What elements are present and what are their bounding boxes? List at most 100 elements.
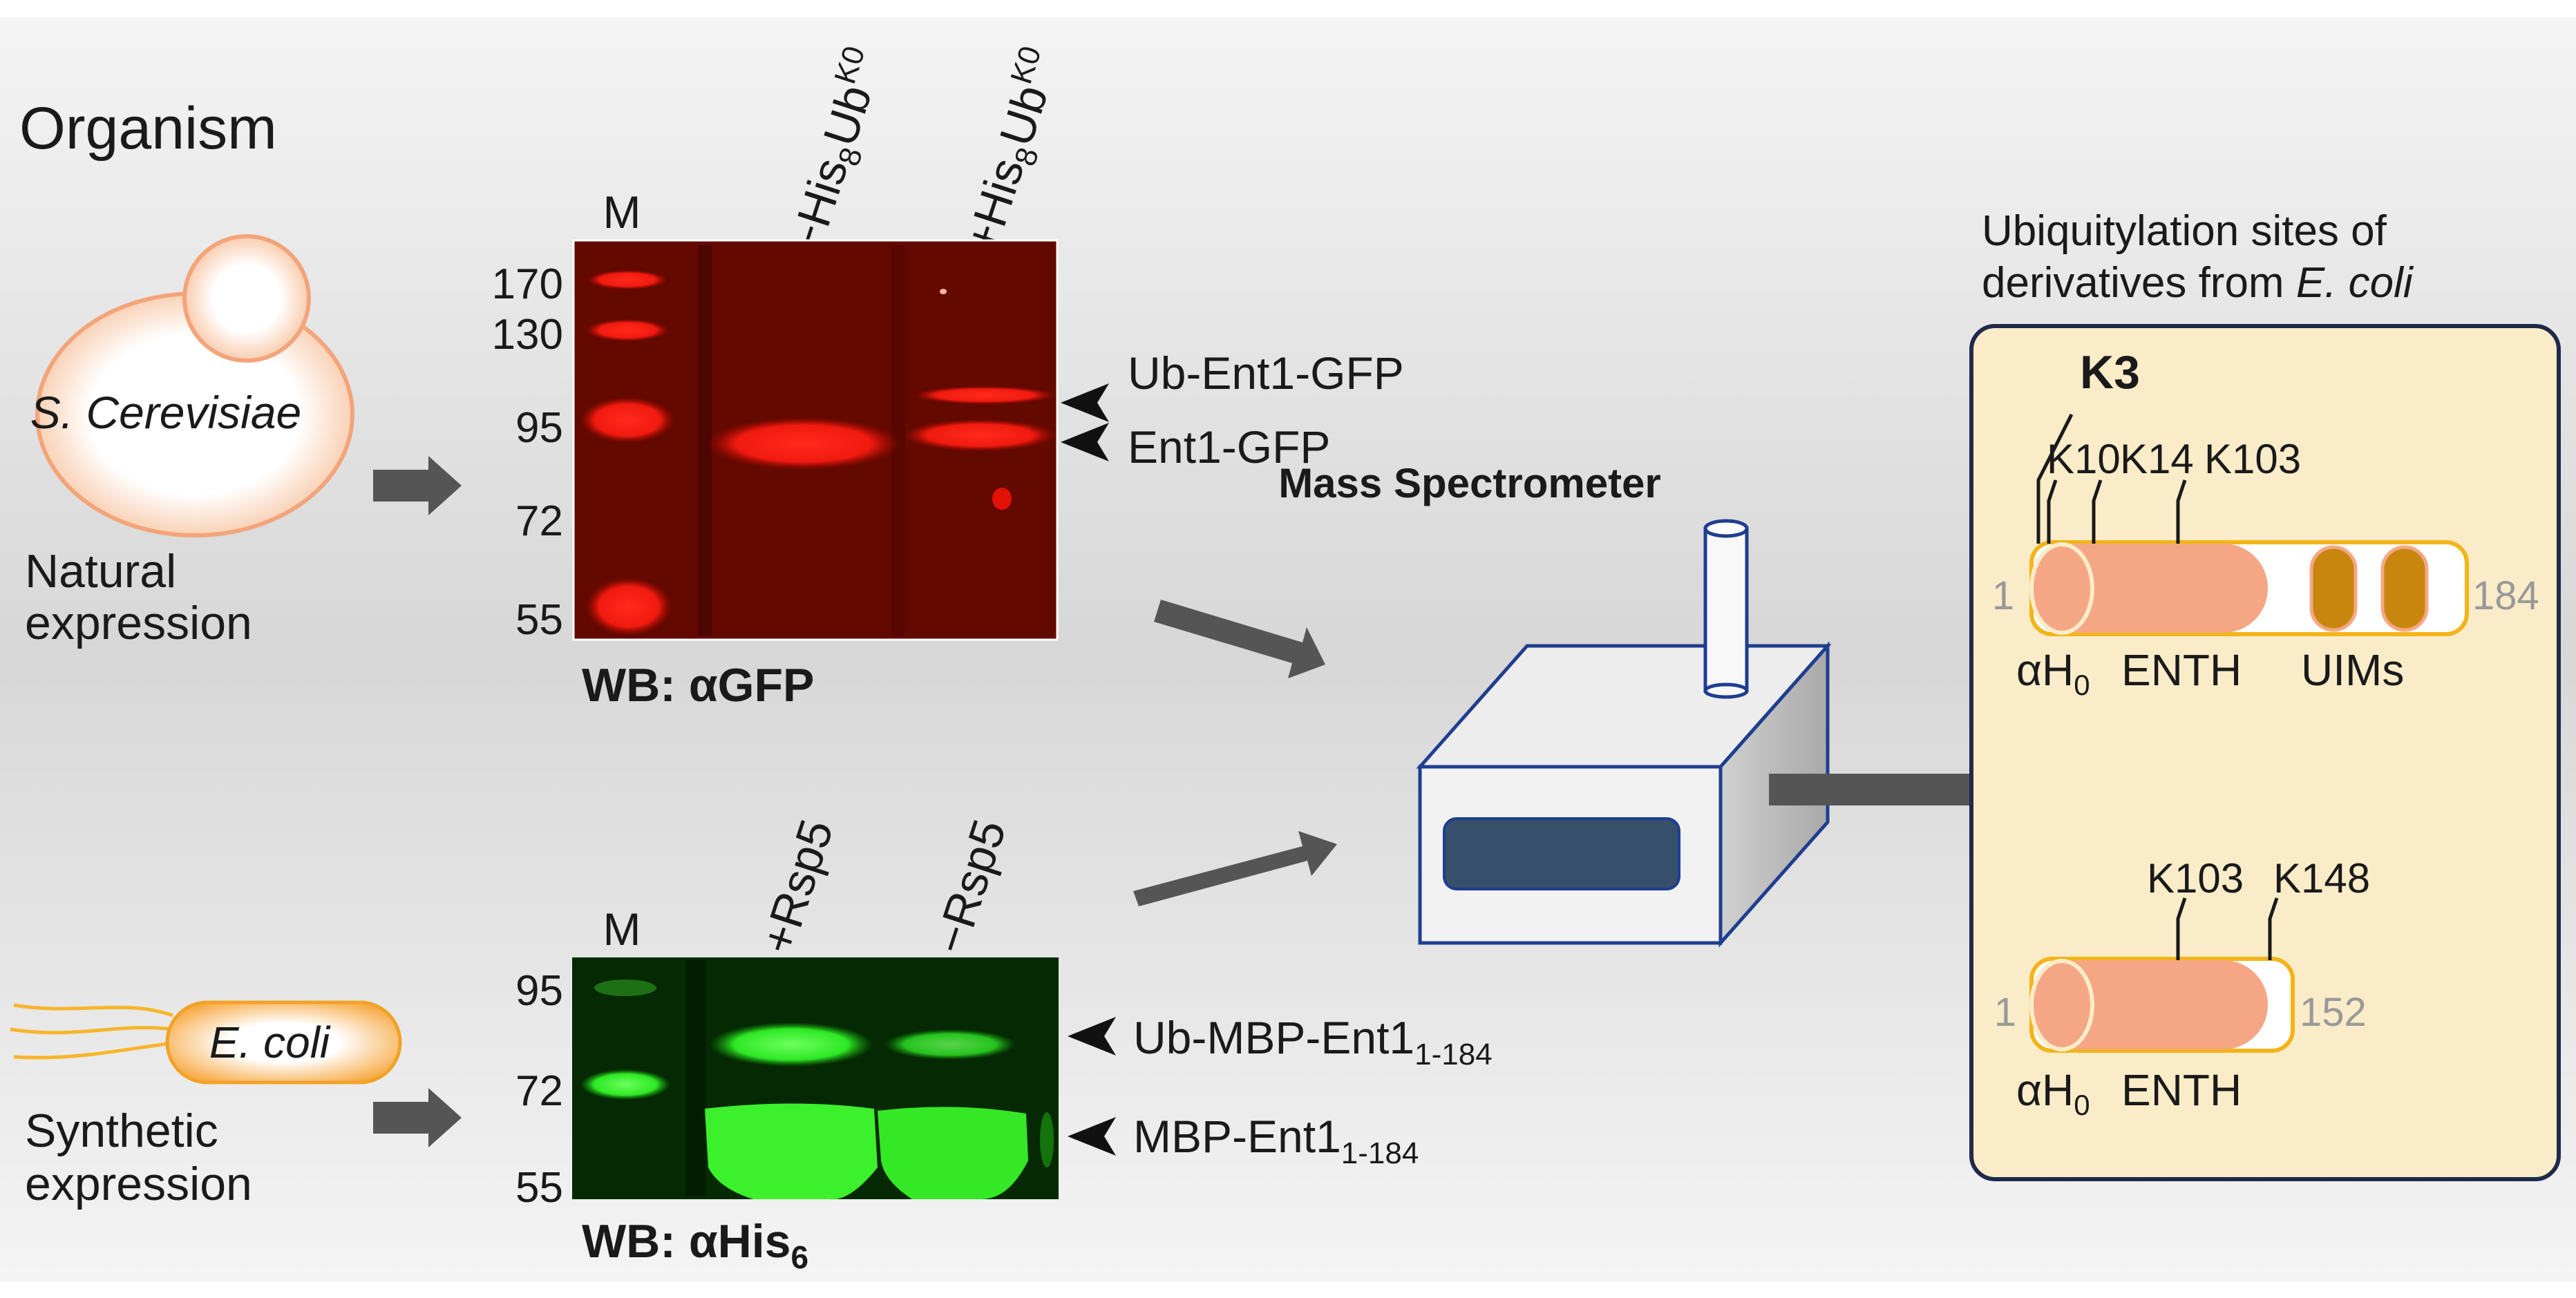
construct-full-enth-domain bbox=[2033, 544, 2268, 633]
arrowhead-mbp-ent1 bbox=[1068, 1117, 1116, 1156]
blot-top: M −His8UbK0 +His8UbK0 170 130 95 72 55 U… bbox=[492, 42, 1404, 712]
blot-bottom-lane-gap bbox=[685, 960, 706, 1196]
yeast-expression-line1: Natural bbox=[25, 545, 176, 598]
arrowhead-ub-ent1-gfp bbox=[1061, 383, 1109, 422]
ecoli-expression-line2: expression bbox=[25, 1158, 252, 1210]
site-tick-k10 bbox=[2047, 479, 2058, 544]
construct-full-end: 184 bbox=[2472, 573, 2539, 618]
blot-bottom-streak bbox=[1040, 1112, 1054, 1167]
construct-full-ah0-label: αH0 bbox=[2016, 645, 2090, 701]
spectrometer-display bbox=[1443, 817, 1680, 890]
mass-spectrometer: Mass Spectrometer bbox=[1278, 460, 1832, 948]
band-ub-ent1-gfp-lane2 bbox=[914, 386, 1055, 404]
site-tick-k103-short bbox=[2176, 897, 2187, 960]
yeast-cell: S. Cerevisiae bbox=[30, 234, 354, 537]
construct-short-ah0-domain bbox=[2029, 959, 2094, 1051]
arrow-ecoli-to-blot bbox=[373, 1088, 462, 1147]
site-label-k3: K3 bbox=[2080, 346, 2140, 399]
blot-top-mw-170: 170 bbox=[492, 260, 563, 308]
flagellum-2 bbox=[10, 1026, 173, 1035]
ecoli-expression-line1: Synthetic bbox=[25, 1105, 218, 1157]
band-label-ub-mbp-ent1: Ub-MBP-Ent11-184 bbox=[1133, 1012, 1493, 1071]
blot-top-mw-130: 130 bbox=[492, 311, 563, 359]
flagellum-1 bbox=[13, 1003, 173, 1018]
construct-full-uims-label: UIMs bbox=[2301, 645, 2404, 695]
band-label-mbp-ent1: MBP-Ent11-184 bbox=[1133, 1111, 1419, 1170]
band-ub-mbp-ent1-lane1 bbox=[710, 1022, 873, 1067]
site-label-k103-short: K103 bbox=[2147, 855, 2244, 901]
marker-band-170 bbox=[587, 270, 667, 289]
organism-heading: Organism bbox=[19, 95, 277, 162]
site-tick-k3 bbox=[2036, 413, 2074, 544]
construct-full-enth-label: ENTH bbox=[2121, 645, 2242, 695]
arrowhead-ent1-gfp bbox=[1061, 423, 1109, 461]
blot-bottom-marker-label: M bbox=[603, 904, 641, 955]
mass-spectrometer-label: Mass Spectrometer bbox=[1278, 460, 1661, 506]
blot-bottom-mw-55: 55 bbox=[515, 1164, 563, 1212]
blot-bottom-mw-72: 72 bbox=[515, 1067, 563, 1115]
construct-short-enth-domain bbox=[2033, 960, 2268, 1049]
band-mbp-ent1-lane1 bbox=[705, 1103, 878, 1200]
construct-short-start: 1 bbox=[1994, 990, 2016, 1035]
yeast-name: S. Cerevisiae bbox=[30, 387, 302, 438]
construct-short-end: 152 bbox=[2300, 990, 2367, 1035]
band-ent1-gfp-lane1 bbox=[707, 417, 900, 470]
site-label-k103: K103 bbox=[2204, 436, 2301, 482]
blot-bottom-caption: WB: αHis6 bbox=[582, 1215, 808, 1275]
arrow-spectrometer-to-panel bbox=[1769, 758, 2018, 821]
arrow-top-blot-to-spectrometer bbox=[1154, 600, 1325, 678]
spectrometer-inlet bbox=[1703, 526, 1749, 693]
blot-top-mw-55: 55 bbox=[515, 596, 563, 644]
sites-panel-title-line1: Ubiquitylation sites of bbox=[1982, 207, 2387, 255]
blot-bottom-mw-95: 95 bbox=[515, 967, 563, 1015]
ecoli-name: E. coli bbox=[209, 1018, 331, 1067]
ecoli-cell: E. coli bbox=[10, 1000, 402, 1085]
marker-band-130 bbox=[586, 319, 669, 341]
arrow-yeast-to-blot bbox=[373, 456, 462, 515]
construct-short-enth-label: ENTH bbox=[2121, 1065, 2242, 1115]
band-ub-mbp-ent1-lane2 bbox=[884, 1029, 1016, 1060]
ecoli-body bbox=[165, 1000, 402, 1085]
blot-top-lane-gap bbox=[698, 245, 712, 636]
construct-short-ah0-label: αH0 bbox=[2016, 1065, 2090, 1121]
flagellum-3 bbox=[13, 1041, 173, 1060]
blot-top-marker-label: M bbox=[603, 187, 641, 238]
blot-top-mw-72: 72 bbox=[515, 497, 563, 545]
band-ent1-gfp-lane2 bbox=[904, 419, 1056, 451]
marker-band-72-green bbox=[580, 1069, 670, 1100]
construct-full: 1 184 K3 K10 K14 K103 αH0 ENTH UIMs bbox=[1992, 346, 2539, 701]
band-mbp-ent1-lane2 bbox=[878, 1107, 1028, 1199]
spectrometer-inlet-base bbox=[1703, 683, 1749, 699]
construct-full-start: 1 bbox=[1992, 573, 2014, 618]
yeast-expression-line2: expression bbox=[25, 597, 252, 649]
blot-top-speck bbox=[940, 289, 947, 294]
construct-full-ah0-domain bbox=[2029, 542, 2094, 635]
yeast-bud bbox=[182, 234, 311, 363]
blot-bottom: M +Rsp5 −Rsp5 95 72 55 Ub-MBP-Ent11-184 … bbox=[515, 813, 1493, 1275]
blot-top-mw-95: 95 bbox=[515, 404, 563, 452]
band-label-ub-ent1-gfp: Ub-Ent1-GFP bbox=[1128, 347, 1404, 399]
sites-panel-title-line2: derivatives from E. coli bbox=[1982, 259, 2414, 307]
site-label-k10: K10 bbox=[2047, 436, 2121, 482]
site-tick-k103 bbox=[2176, 479, 2187, 544]
construct-short: 1 152 K103 K148 αH0 ENTH bbox=[1994, 855, 2370, 1121]
site-label-k14: K14 bbox=[2120, 436, 2194, 482]
uim-1 bbox=[2309, 545, 2358, 632]
site-tick-k14 bbox=[2092, 479, 2103, 544]
site-tick-k148 bbox=[2268, 897, 2279, 960]
spectrometer-inlet-top bbox=[1703, 519, 1749, 538]
arrow-bottom-blot-to-spectrometer bbox=[1133, 831, 1337, 906]
marker-band-55 bbox=[586, 578, 672, 636]
arrowhead-ub-mbp-ent1 bbox=[1068, 1017, 1116, 1056]
site-label-k148: K148 bbox=[2273, 855, 2370, 901]
sites-panel: Ubiquitylation sites of derivatives from… bbox=[1969, 207, 2561, 1181]
band-label-ent1-gfp: Ent1-GFP bbox=[1128, 421, 1330, 473]
blot-top-spot bbox=[992, 488, 1012, 510]
marker-band-95 bbox=[580, 397, 674, 443]
marker-band-95-green bbox=[594, 980, 656, 996]
blot-top-frame bbox=[572, 239, 1059, 641]
uim-2 bbox=[2380, 545, 2429, 632]
blot-top-caption: WB: αGFP bbox=[582, 659, 814, 712]
